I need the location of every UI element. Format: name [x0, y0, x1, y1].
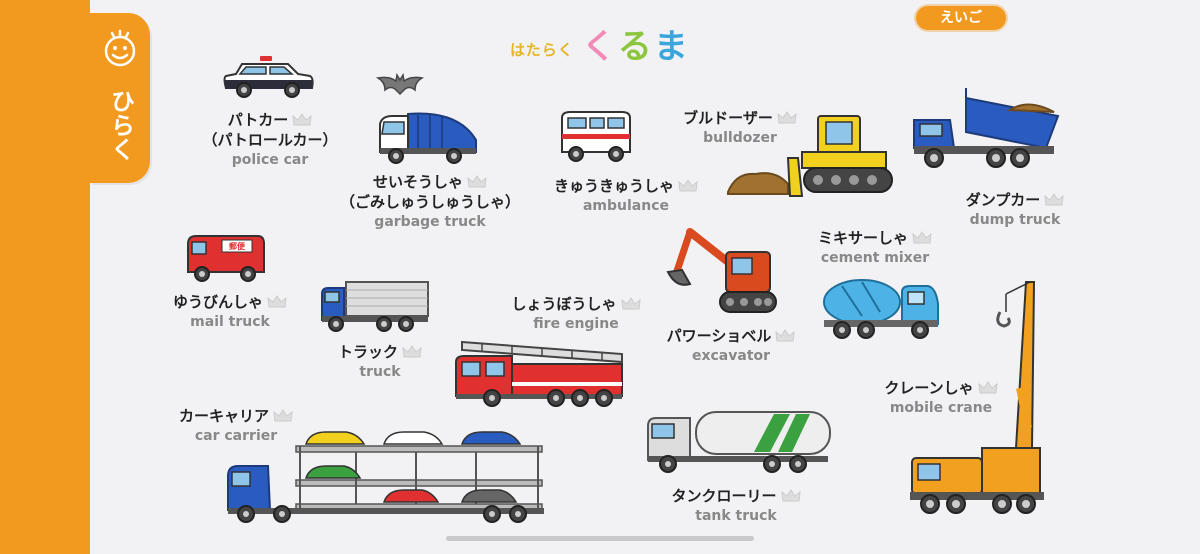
sun-face-icon [104, 29, 136, 67]
left-strip [0, 0, 90, 554]
label-tank-truck: タンクローリー tank truck [656, 486, 816, 526]
mobile-crane-icon [910, 281, 1044, 514]
vehicle-car-carrier[interactable] [226, 420, 548, 524]
page-title: はたらく く る ま [510, 22, 688, 66]
crown-icon [678, 179, 698, 192]
tank-truck-icon [647, 411, 831, 473]
title-char-ru: る [617, 27, 652, 67]
crown-icon [1044, 193, 1064, 206]
label-garbage-truck: せいそうしゃ （ごみしゅうしゅうしゃ） garbage truck [330, 172, 530, 232]
mail-sign: 郵便 [229, 242, 245, 251]
vehicle-fire-engine[interactable] [452, 338, 628, 410]
vehicle-garbage-truck[interactable] [378, 110, 482, 166]
cement-mixer-en: cement mixer [820, 250, 930, 266]
excavator-jp: パワーショベル [666, 327, 772, 345]
cement-mixer-icon [823, 279, 939, 339]
crown-icon [467, 175, 487, 188]
vehicle-excavator[interactable] [666, 226, 780, 316]
vehicle-cement-mixer[interactable] [822, 276, 942, 342]
tank-truck-jp: タンクローリー [671, 487, 777, 505]
police-car-jp2: （パトロールカー） [202, 131, 338, 149]
car-carrier-en: car carrier [194, 428, 278, 444]
ambulance-jp: きゅうきゅうしゃ [553, 177, 674, 195]
car-carrier-icon [227, 431, 544, 523]
bulldozer-en: bulldozer [703, 130, 777, 146]
garbage-truck-jp: せいそうしゃ [372, 173, 463, 191]
open-side-tab[interactable]: ひらく [90, 13, 150, 183]
label-excavator: パワーショベル excavator [646, 326, 816, 366]
vehicle-mail-truck[interactable]: 郵便 [186, 234, 266, 284]
crown-icon [912, 231, 932, 244]
title-prefix: はたらく [510, 41, 574, 59]
label-cement-mixer: ミキサーしゃ cement mixer [800, 228, 950, 268]
vehicle-bulldozer[interactable] [726, 112, 898, 198]
mail-truck-icon [187, 235, 265, 282]
label-fire-engine: しょうぼうしゃ fire engine [496, 294, 656, 334]
garbage-truck-icon [379, 112, 477, 164]
ambulance-en: ambulance [582, 198, 670, 214]
truck-jp: トラック [337, 343, 398, 361]
police-car-en: police car [231, 152, 309, 168]
crown-icon [777, 111, 797, 124]
english-toggle-button[interactable]: えいご [916, 6, 1006, 30]
garbage-truck-jp2: （ごみしゅうしゅうしゃ） [339, 193, 520, 211]
vehicle-truck[interactable] [320, 280, 432, 332]
crown-icon [267, 295, 287, 308]
bulldozer-icon [727, 115, 893, 197]
fire-engine-en: fire engine [533, 316, 619, 332]
ambulance-icon [561, 111, 631, 162]
label-police-car: パトカー （パトロールカー） police car [200, 110, 340, 170]
truck-icon [321, 281, 429, 332]
crown-icon [402, 345, 422, 358]
title-char-ma: ま [653, 27, 688, 67]
tank-truck-en: tank truck [695, 508, 777, 524]
mobile-crane-en: mobile crane [889, 400, 993, 416]
crown-icon [620, 297, 641, 310]
label-mail-truck: ゆうびんしゃ mail truck [160, 292, 300, 332]
crown-icon [977, 381, 998, 394]
police-car-jp: パトカー [227, 111, 289, 129]
label-car-carrier: カーキャリア car carrier [166, 406, 306, 446]
excavator-icon [666, 228, 777, 313]
vehicle-dump-truck[interactable] [910, 88, 1060, 172]
crown-icon [775, 329, 795, 342]
crown-icon [780, 489, 801, 502]
dump-truck-icon [913, 88, 1060, 168]
mail-truck-jp: ゆうびんしゃ [172, 293, 263, 311]
label-mobile-crane: クレーンしゃ mobile crane [866, 378, 1016, 418]
police-car-icon [223, 56, 314, 98]
label-truck: トラック truck [320, 342, 440, 382]
truck-en: truck [359, 364, 401, 380]
garbage-truck-en: garbage truck [374, 214, 486, 230]
crown-icon [273, 409, 293, 422]
excavator-en: excavator [691, 348, 771, 364]
bat-icon [375, 72, 425, 96]
vehicle-mobile-crane[interactable] [908, 278, 1048, 518]
dump-truck-jp: ダンプカー [965, 191, 1041, 209]
crown-icon [292, 113, 312, 126]
label-dump-truck: ダンプカー dump truck [950, 190, 1080, 230]
label-bulldozer: ブルドーザー bulldozer [680, 108, 800, 148]
dump-truck-en: dump truck [969, 212, 1061, 228]
bulldozer-jp: ブルドーザー [683, 109, 773, 127]
mobile-crane-jp: クレーンしゃ [884, 379, 974, 397]
vehicle-police-car[interactable] [222, 54, 314, 104]
side-tab-label: ひらく [106, 89, 135, 161]
fire-engine-jp: しょうぼうしゃ [511, 295, 617, 313]
car-carrier-jp: カーキャリア [178, 407, 269, 425]
mail-truck-en: mail truck [190, 314, 270, 330]
cement-mixer-jp: ミキサーしゃ [817, 229, 908, 247]
title-char-ku: く [581, 27, 616, 67]
vehicle-tank-truck[interactable] [644, 408, 834, 476]
label-ambulance: きゅうきゅうしゃ ambulance [536, 176, 716, 216]
home-indicator[interactable] [446, 536, 754, 541]
fire-engine-icon [455, 340, 623, 407]
vehicle-ambulance[interactable] [558, 110, 634, 164]
